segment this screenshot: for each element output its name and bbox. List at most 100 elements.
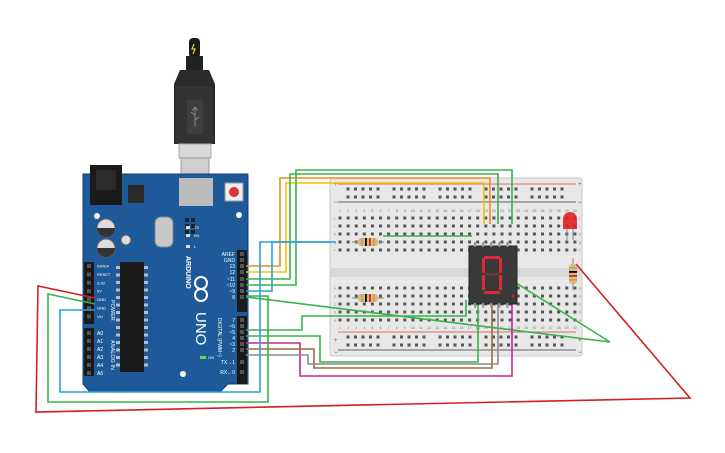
- rail-hole[interactable]: [400, 343, 403, 347]
- breadboard-hole[interactable]: [411, 302, 415, 306]
- breadboard-hole[interactable]: [362, 318, 366, 322]
- rail-hole[interactable]: [499, 187, 503, 191]
- breadboard-hole[interactable]: [516, 310, 520, 314]
- rail-hole[interactable]: [538, 195, 541, 199]
- breadboard-hole[interactable]: [362, 248, 366, 252]
- breadboard-hole[interactable]: [460, 216, 463, 220]
- rail-hole[interactable]: [415, 343, 418, 347]
- breadboard-hole[interactable]: [557, 240, 561, 244]
- rail-hole[interactable]: [468, 343, 472, 347]
- digital-pin[interactable]: [240, 324, 244, 328]
- rail-hole[interactable]: [376, 195, 380, 199]
- breadboard-hole[interactable]: [549, 224, 553, 228]
- rail-hole[interactable]: [400, 335, 403, 339]
- rail-hole[interactable]: [499, 335, 503, 339]
- wire-green-pin11[interactable]: [246, 173, 499, 280]
- breadboard-hole[interactable]: [484, 224, 488, 228]
- breadboard-hole[interactable]: [395, 216, 399, 220]
- breadboard-hole[interactable]: [557, 224, 561, 228]
- rail-hole[interactable]: [560, 195, 564, 199]
- breadboard-hole[interactable]: [516, 318, 520, 322]
- breadboard-hole[interactable]: [451, 318, 455, 322]
- breadboard-hole[interactable]: [435, 248, 439, 252]
- rail-hole[interactable]: [461, 187, 464, 191]
- breadboard-hole[interactable]: [524, 318, 528, 322]
- breadboard-hole[interactable]: [403, 240, 407, 244]
- rail-hole[interactable]: [407, 195, 411, 199]
- resistor-bottom[interactable]: [352, 294, 384, 302]
- breadboard-hole[interactable]: [395, 232, 399, 236]
- breadboard-hole[interactable]: [541, 248, 544, 252]
- rail-hole[interactable]: [361, 343, 365, 347]
- rail-hole[interactable]: [492, 335, 495, 339]
- breadboard-hole[interactable]: [516, 216, 520, 220]
- breadboard-hole[interactable]: [443, 318, 447, 322]
- breadboard-hole[interactable]: [468, 232, 472, 236]
- breadboard-hole[interactable]: [387, 224, 391, 228]
- breadboard-hole[interactable]: [508, 216, 512, 220]
- wire-green-pin5[interactable]: [246, 300, 479, 363]
- breadboard-hole[interactable]: [549, 248, 553, 252]
- breadboard-hole[interactable]: [354, 232, 358, 236]
- breadboard-hole[interactable]: [460, 248, 463, 252]
- breadboard-hole[interactable]: [549, 240, 553, 244]
- breadboard-hole[interactable]: [468, 310, 472, 314]
- breadboard-hole[interactable]: [541, 232, 544, 236]
- power-pin[interactable]: [87, 314, 91, 319]
- wire-green-diagonal-return[interactable]: [504, 275, 611, 343]
- breadboard-hole[interactable]: [346, 240, 350, 244]
- breadboard-hole[interactable]: [346, 216, 350, 220]
- rail-hole[interactable]: [446, 335, 449, 339]
- rail-hole[interactable]: [553, 187, 556, 191]
- breadboard-hole[interactable]: [573, 248, 577, 252]
- breadboard-hole[interactable]: [516, 240, 520, 244]
- power-pin[interactable]: [87, 280, 91, 285]
- rail-hole[interactable]: [346, 343, 350, 347]
- breadboard-hole[interactable]: [524, 294, 528, 298]
- breadboard-hole[interactable]: [435, 224, 439, 228]
- rail-hole[interactable]: [422, 195, 426, 199]
- breadboard-hole[interactable]: [379, 318, 382, 322]
- breadboard-hole[interactable]: [370, 248, 374, 252]
- rail-hole[interactable]: [422, 335, 426, 339]
- rail-hole[interactable]: [530, 195, 534, 199]
- breadboard-hole[interactable]: [338, 318, 342, 322]
- breadboard-hole[interactable]: [557, 318, 561, 322]
- breadboard-hole[interactable]: [549, 318, 553, 322]
- wire-orange-pin13[interactable]: [246, 177, 491, 267]
- breadboard-hole[interactable]: [411, 240, 415, 244]
- breadboard-hole[interactable]: [492, 318, 496, 322]
- rail-hole[interactable]: [392, 335, 396, 339]
- breadboard-hole[interactable]: [524, 232, 528, 236]
- rail-hole[interactable]: [361, 195, 365, 199]
- rail-hole[interactable]: [507, 187, 510, 191]
- rail-hole[interactable]: [400, 195, 403, 199]
- breadboard-hole[interactable]: [541, 294, 544, 298]
- breadboard-hole[interactable]: [443, 302, 447, 306]
- rail-hole[interactable]: [530, 343, 534, 347]
- breadboard-hole[interactable]: [419, 232, 423, 236]
- rail-hole[interactable]: [361, 335, 365, 339]
- breadboard-hole[interactable]: [557, 294, 561, 298]
- breadboard-hole[interactable]: [460, 310, 463, 314]
- breadboard-hole[interactable]: [484, 232, 488, 236]
- wire-gray-pin2[interactable]: [246, 300, 499, 365]
- analog-pin[interactable]: [87, 363, 91, 367]
- rail-hole[interactable]: [545, 187, 549, 191]
- rail-hole[interactable]: [438, 195, 442, 199]
- breadboard-hole[interactable]: [443, 310, 447, 314]
- breadboard-hole[interactable]: [468, 318, 472, 322]
- breadboard-hole[interactable]: [362, 216, 366, 220]
- rail-hole[interactable]: [446, 343, 449, 347]
- breadboard-hole[interactable]: [557, 248, 561, 252]
- rail-hole[interactable]: [369, 195, 372, 199]
- breadboard-hole[interactable]: [516, 302, 520, 306]
- rail-hole[interactable]: [346, 187, 350, 191]
- analog-pin[interactable]: [87, 331, 91, 335]
- rail-hole[interactable]: [415, 195, 418, 199]
- breadboard-hole[interactable]: [419, 224, 423, 228]
- breadboard-hole[interactable]: [443, 240, 447, 244]
- breadboard-hole[interactable]: [387, 248, 391, 252]
- breadboard-hole[interactable]: [427, 216, 431, 220]
- breadboard-hole[interactable]: [541, 286, 544, 290]
